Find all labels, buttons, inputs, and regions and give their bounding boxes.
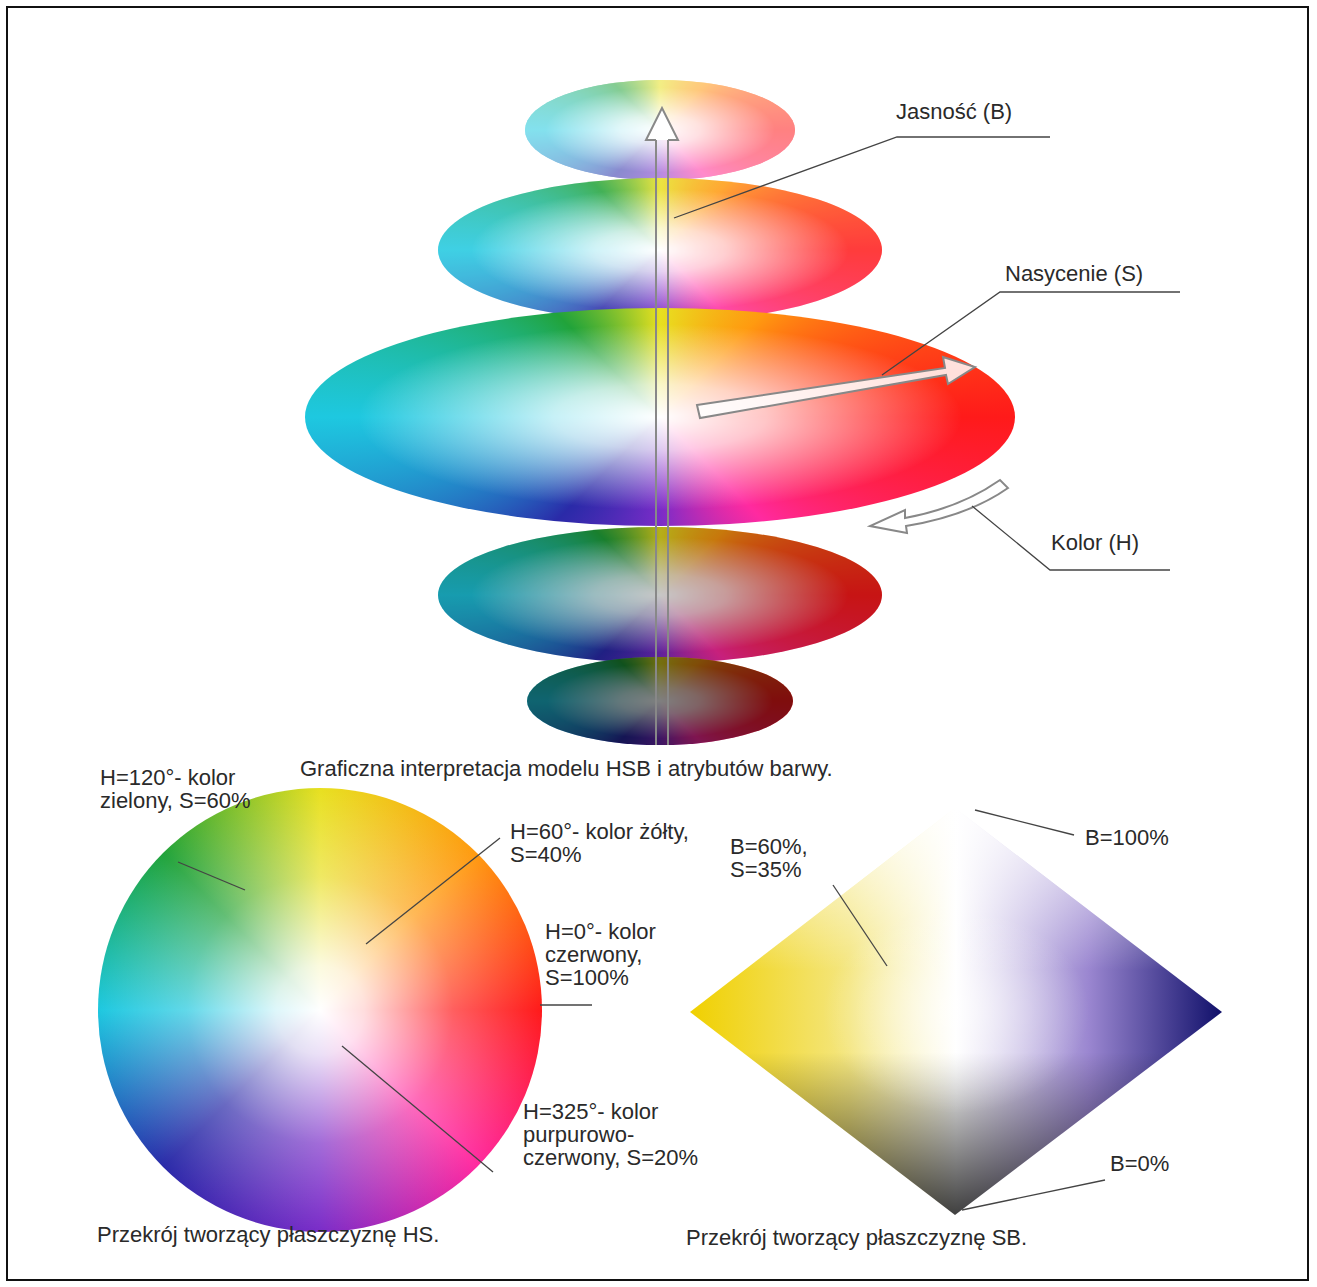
saturation-arrow <box>697 357 975 418</box>
callout-text: H=0°- kolor czerwony, S=100% <box>545 920 705 989</box>
axis-label: Jasność (B) <box>896 100 1066 123</box>
hsb-disc <box>438 178 882 322</box>
hsb-disc <box>527 657 793 745</box>
hsb-disc <box>305 308 1015 526</box>
brightness-axis <box>646 108 678 745</box>
callout-text: H=325°- kolor purpurowo-czerwony, S=20% <box>523 1100 708 1169</box>
axis-label: Nasycenie (S) <box>1005 262 1190 285</box>
hsb-disc <box>438 527 882 663</box>
hs-circle <box>98 788 542 1232</box>
leader-line <box>178 137 1180 1210</box>
caption: Przekrój tworzący płaszczyznę SB. <box>686 1226 1146 1249</box>
caption: Graficzna interpretacja modelu HSB i atr… <box>300 757 1020 780</box>
caption: Przekrój tworzący płaszczyznę HS. <box>97 1223 557 1246</box>
sb-diamond <box>690 808 1222 1215</box>
axis-label: Kolor (H) <box>1051 531 1181 554</box>
callout-text: B=100% <box>1085 826 1205 849</box>
callout-text: B=60%, S=35% <box>730 835 850 881</box>
callout-text: H=60°- kolor żółty, S=40% <box>510 820 690 866</box>
hue-arrow <box>870 480 1008 533</box>
callout-text: H=120°- kolor zielony, S=60% <box>100 766 280 812</box>
callout-text: B=0% <box>1110 1152 1210 1175</box>
